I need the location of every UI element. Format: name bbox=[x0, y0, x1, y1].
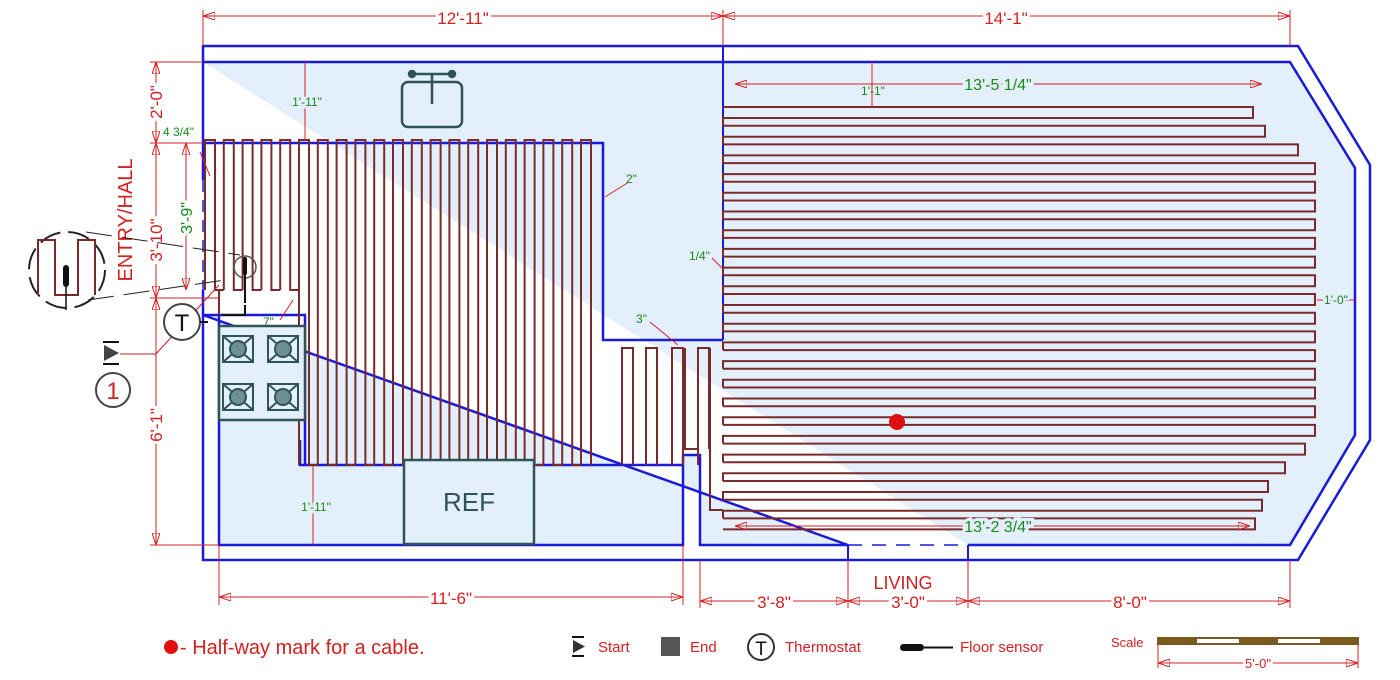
dim-top-left: 12'-11" bbox=[437, 9, 489, 28]
thermostat-icon bbox=[747, 633, 775, 661]
legend-floor-sensor: Floor sensor bbox=[960, 639, 1043, 656]
scale-value: 5'-0" bbox=[1245, 656, 1271, 671]
dim-left-bottom: 6'-1" bbox=[147, 408, 166, 442]
legend-halfway: - Half-way mark for a cable. bbox=[180, 637, 425, 659]
dim-top-right: 14'-1" bbox=[984, 9, 1027, 28]
scale-bar bbox=[1157, 637, 1359, 668]
dim-bottom-left: 11'-6" bbox=[430, 589, 472, 608]
floor-sensor-detail bbox=[28, 231, 257, 316]
dim-bottom-mid-left: 3'-8" bbox=[757, 593, 791, 612]
thermostat-marker: T bbox=[163, 303, 208, 341]
heating-cables bbox=[204, 106, 1316, 531]
cable-dim-right-side-gap: 1'-0" bbox=[1324, 293, 1348, 307]
cable-dim-passage-gap: 3" bbox=[636, 312, 647, 326]
cable-run-living bbox=[709, 106, 1316, 531]
cable-number: 1 bbox=[106, 378, 119, 405]
burner-icon bbox=[222, 335, 254, 363]
cable-dim-left-top-gap: 1'-11" bbox=[292, 95, 322, 109]
cable-dim-right-top-run: 13'-5 1/4" bbox=[964, 77, 1031, 94]
thermostat-symbol: T bbox=[175, 310, 190, 337]
cable-dim-entry-offset: 4 3/4" bbox=[163, 125, 194, 139]
stove-icon bbox=[217, 324, 307, 422]
start-icon bbox=[572, 636, 585, 657]
dim-bottom-right: 8'-0" bbox=[1113, 593, 1147, 612]
cable-dim-stove-gap: 7" bbox=[263, 315, 274, 329]
cable-run-kitchen bbox=[204, 139, 592, 466]
walls bbox=[201, 44, 1372, 562]
fridge-label: REF bbox=[443, 487, 495, 517]
room-label-living: LIVING bbox=[873, 573, 932, 593]
cable-dim-right-top-gap: 1'-1" bbox=[861, 84, 885, 98]
end-icon bbox=[661, 637, 680, 656]
thermostat-icon-symbol: T bbox=[755, 639, 767, 660]
cable-number-marker: 1 bbox=[95, 372, 131, 408]
dim-left-top: 2'-0" bbox=[147, 85, 166, 119]
scale-label: Scale bbox=[1111, 635, 1144, 650]
floor-sensor-icon bbox=[900, 644, 953, 651]
refrigerator: REF bbox=[402, 458, 536, 546]
dim-left-mid: 3'-10" bbox=[147, 218, 166, 261]
legend-end: End bbox=[690, 639, 717, 656]
halfway-mark bbox=[889, 414, 905, 430]
burner-icon bbox=[267, 335, 299, 363]
sink-icon bbox=[400, 69, 464, 129]
cable-start-marker bbox=[103, 341, 155, 365]
burner-icon bbox=[267, 383, 299, 411]
dim-bottom-opening: 3'-0" bbox=[891, 593, 925, 612]
legend: - Half-way mark for a cable. Start End T… bbox=[164, 633, 1359, 674]
cable-dim-island-gap: 2" bbox=[626, 172, 637, 186]
legend-thermostat: Thermostat bbox=[785, 639, 862, 656]
cable-dim-left-bottom-gap: 1'-11" bbox=[301, 500, 331, 514]
cable-run-passage bbox=[621, 347, 710, 465]
room-label-entry: ENTRY/HALL bbox=[115, 158, 137, 281]
burner-icon bbox=[222, 383, 254, 411]
legend-start: Start bbox=[598, 639, 631, 656]
halfway-mark-icon bbox=[164, 640, 178, 654]
cable-dim-entry-run: 3'-9" bbox=[179, 202, 196, 234]
cable-dim-wall-gap: 1/4" bbox=[689, 249, 710, 263]
cable-dim-right-bottom-run: 13'-2 3/4" bbox=[964, 519, 1031, 536]
